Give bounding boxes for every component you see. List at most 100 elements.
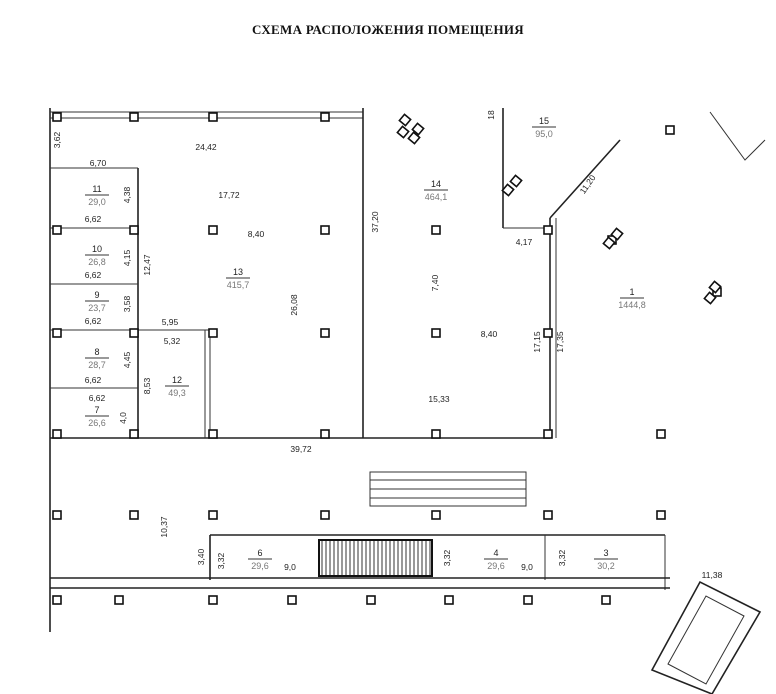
dimension-label: 7,40: [430, 274, 440, 291]
dimension-label: 4,38: [122, 186, 132, 203]
dimension-label: 6,62: [85, 214, 102, 224]
dimension-label: 11,20: [578, 173, 598, 196]
column: [431, 510, 441, 520]
column: [366, 595, 376, 605]
column: [601, 595, 611, 605]
dimension-label: 8,40: [248, 229, 265, 239]
room-area: 29,6: [251, 561, 269, 571]
dimension-label: 6,62: [85, 270, 102, 280]
dimension-label: 39,72: [290, 444, 312, 454]
room-number: 12: [172, 375, 182, 385]
room-area: 49,3: [168, 388, 186, 398]
dimension-label: 10,37: [159, 516, 169, 538]
dimension-label: 17,15: [532, 331, 542, 353]
column: [656, 510, 666, 520]
dimension-label: 3,32: [216, 552, 226, 569]
room-number: 13: [233, 267, 243, 277]
room-area: 26,6: [88, 418, 106, 428]
dimension-label: 18: [486, 110, 496, 120]
room-area: 23,7: [88, 303, 106, 313]
room-area: 95,0: [535, 129, 553, 139]
column: [396, 125, 410, 139]
room-label: 828,7: [85, 347, 109, 370]
room-label: 1 1444,8: [618, 287, 646, 310]
column: [411, 122, 425, 136]
column: [208, 328, 218, 338]
column: [320, 510, 330, 520]
column: [543, 328, 553, 338]
room-label: 15 95,0: [532, 116, 556, 139]
room-label: 330,2: [594, 548, 618, 571]
dimension-labels: 24,423,626,704,386,624,156,623,586,624,4…: [52, 110, 723, 580]
column: [287, 595, 297, 605]
dimension-label: 37,20: [370, 211, 380, 233]
room-area: 30,2: [597, 561, 615, 571]
room-label: 923,7: [85, 290, 109, 313]
dimension-label: 3,40: [196, 548, 206, 565]
column: [703, 291, 717, 305]
room-area: 1444,8: [618, 300, 646, 310]
column: [129, 225, 139, 235]
dimension-label: 8,53: [142, 377, 152, 394]
dimension-label: 4,15: [122, 249, 132, 266]
column: [52, 328, 62, 338]
room-number: 10: [92, 244, 102, 254]
room-number: 15: [539, 116, 549, 126]
column: [398, 113, 412, 127]
room-area: 29,0: [88, 197, 106, 207]
dimension-label: 6,62: [85, 375, 102, 385]
column: [407, 131, 421, 145]
dimension-label: 6,70: [90, 158, 107, 168]
room-number: 6: [257, 548, 262, 558]
dimension-label: 17,35: [555, 331, 565, 353]
dimension-label: 15,33: [428, 394, 450, 404]
column: [129, 429, 139, 439]
column: [602, 236, 616, 250]
dimension-label: 4,17: [516, 237, 533, 247]
column: [431, 328, 441, 338]
column: [543, 510, 553, 520]
column: [129, 328, 139, 338]
column: [114, 595, 124, 605]
column: [52, 112, 62, 122]
column: [129, 112, 139, 122]
page-title: СХЕМА РАСПОЛОЖЕНИЯ ПОМЕЩЕНИЯ: [252, 22, 524, 37]
room-area: 415,7: [227, 280, 250, 290]
column: [52, 595, 62, 605]
column: [320, 328, 330, 338]
dimension-label: 8,40: [481, 329, 498, 339]
dimension-label: 4,45: [122, 351, 132, 368]
dimension-label: 24,42: [195, 142, 217, 152]
column: [320, 429, 330, 439]
column: [52, 510, 62, 520]
column: [501, 183, 515, 197]
room-area: 28,7: [88, 360, 106, 370]
column: [208, 510, 218, 520]
dimension-label: 4,0: [118, 412, 128, 424]
column: [431, 225, 441, 235]
room-label: 12 49,3: [165, 375, 189, 398]
room-label: 13 415,7: [226, 267, 250, 290]
room-number: 1: [629, 287, 634, 297]
column: [208, 225, 218, 235]
room-label: 726,6: [85, 405, 109, 428]
dimension-label: 9,0: [284, 562, 296, 572]
column: [129, 510, 139, 520]
column: [208, 429, 218, 439]
column: [523, 595, 533, 605]
column: [543, 429, 553, 439]
column: [708, 280, 722, 294]
room-number: 14: [431, 179, 441, 189]
columns: [52, 112, 722, 605]
column: [656, 429, 666, 439]
column: [543, 225, 553, 235]
dimension-label: 26,08: [289, 294, 299, 316]
walls: [49, 108, 766, 694]
dimension-label: 6,62: [85, 316, 102, 326]
room-labels: 11444,8330,2429,6629,6726,6828,7923,7102…: [85, 116, 646, 571]
room-number: 11: [92, 184, 101, 194]
dimension-label: 5,95: [162, 317, 179, 327]
